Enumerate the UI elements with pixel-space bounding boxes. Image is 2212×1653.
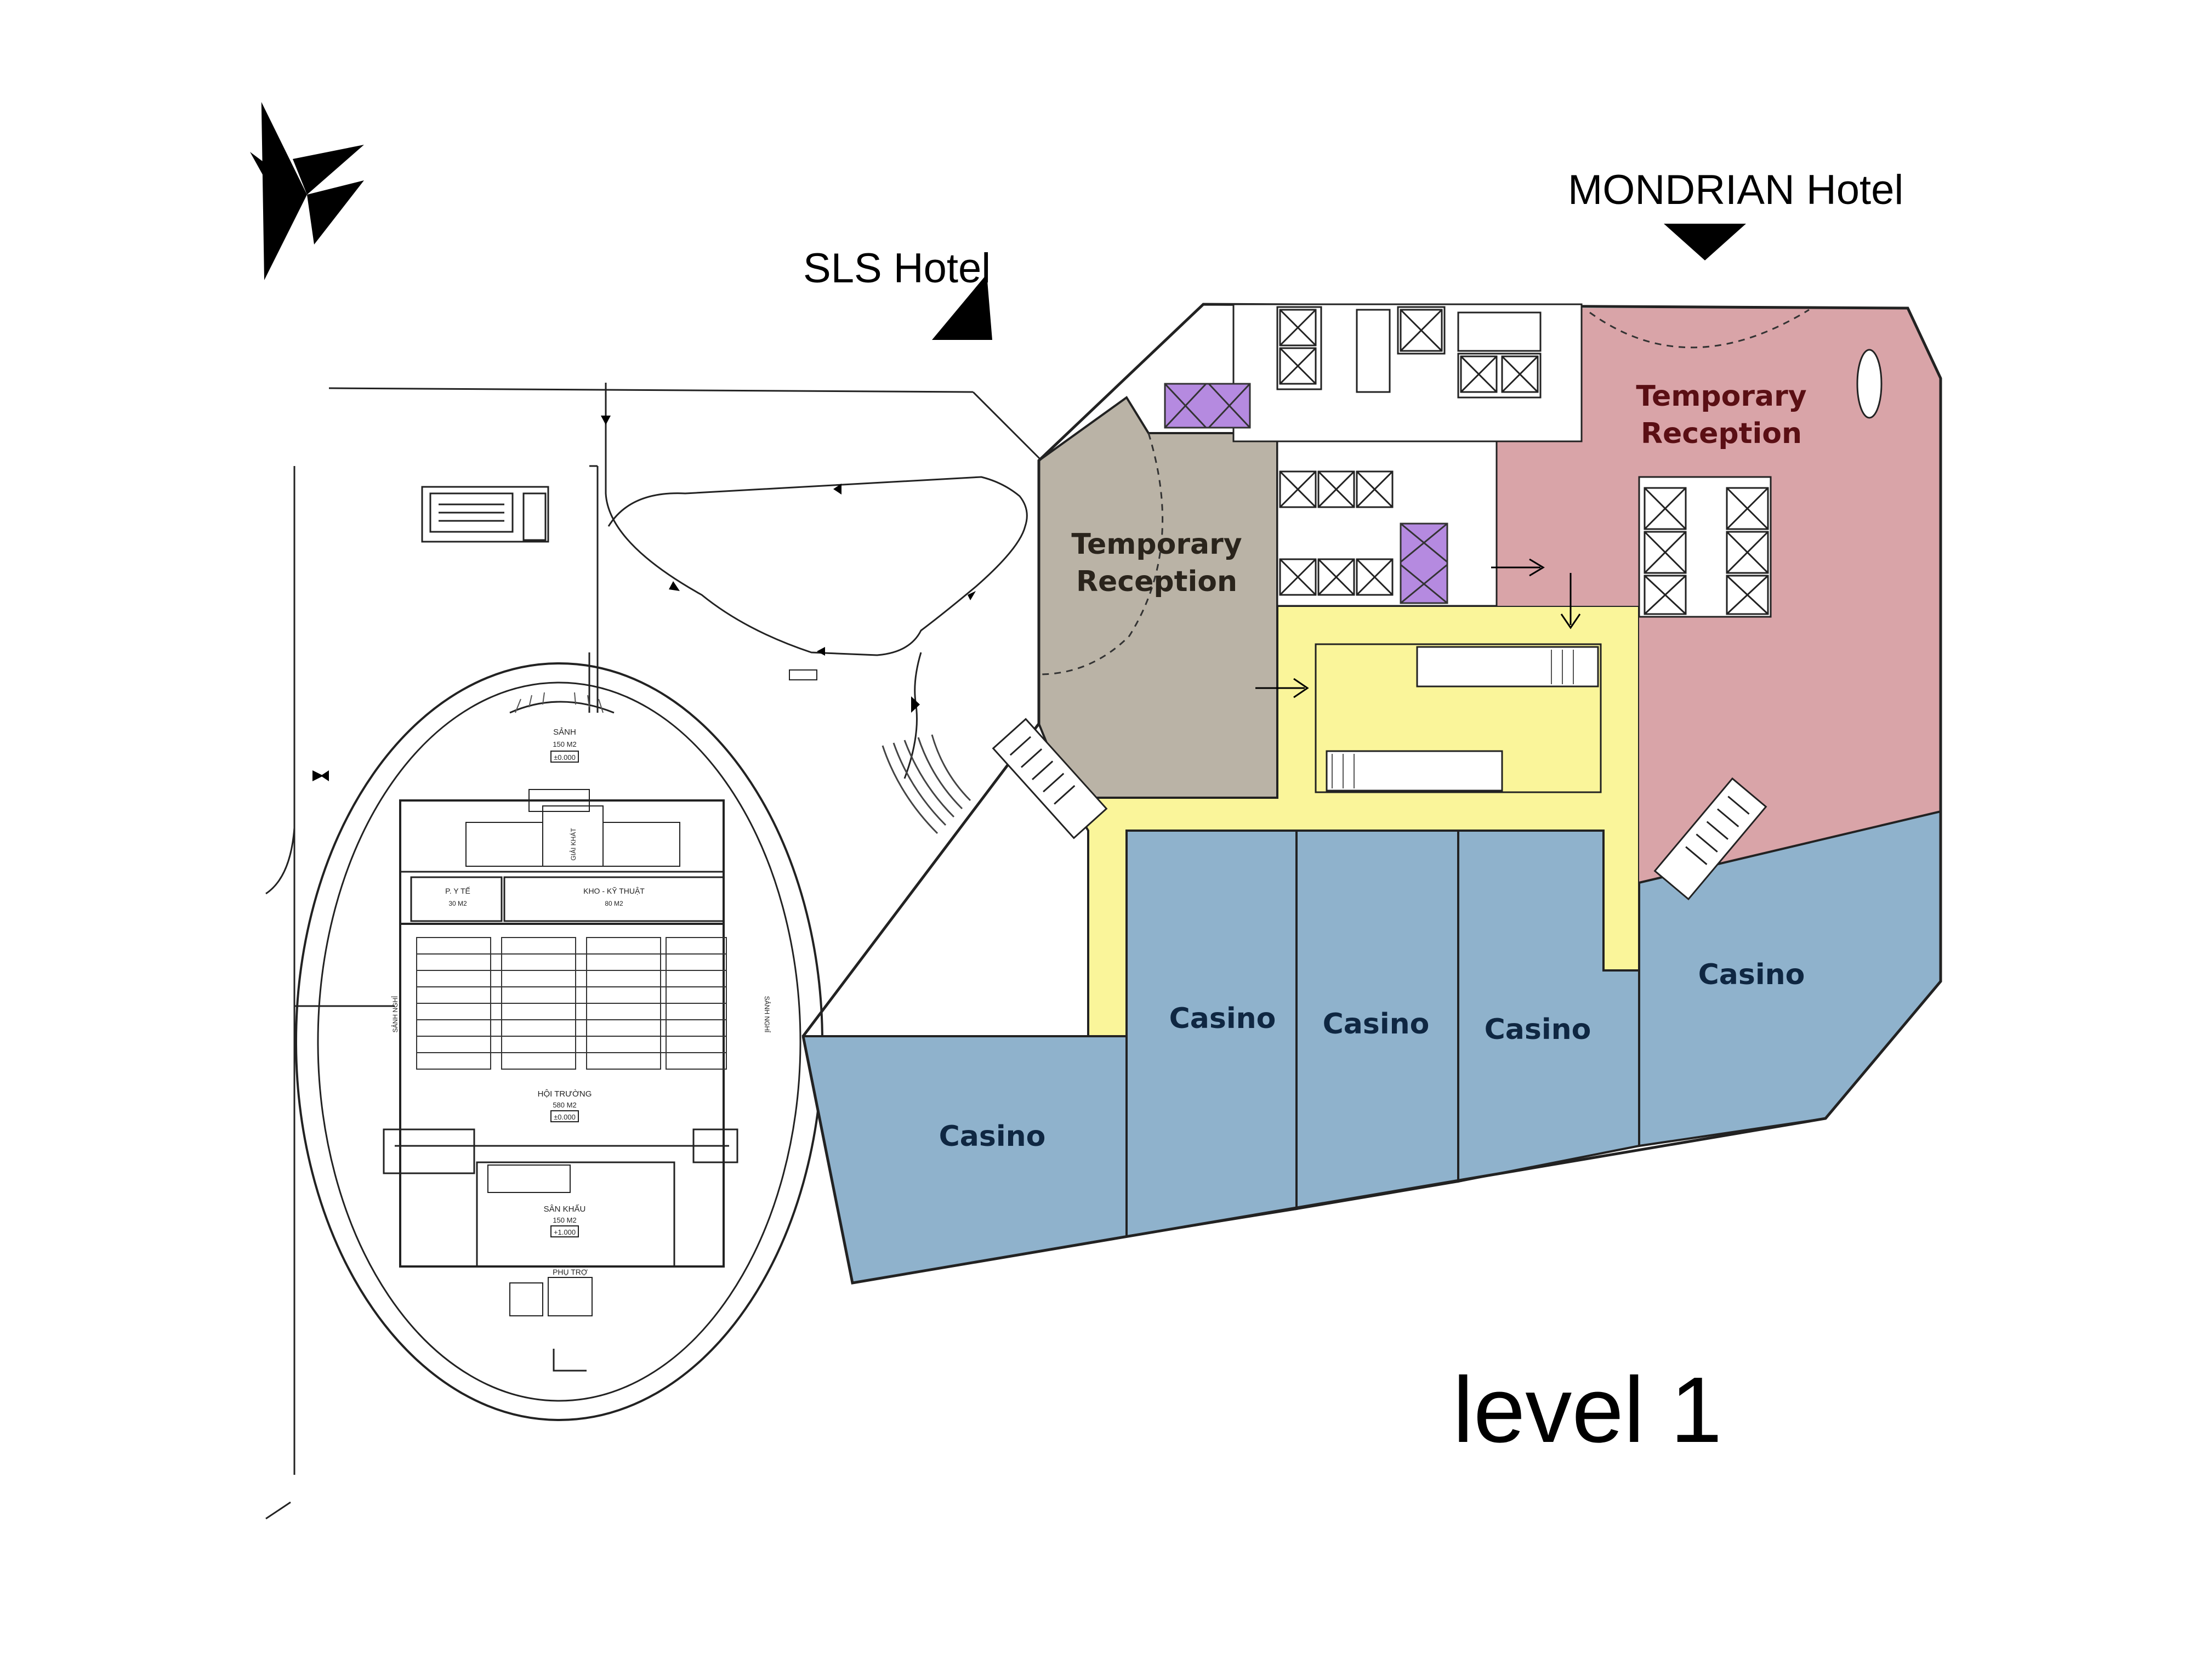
road-arrow-icons <box>312 416 976 781</box>
aud-bar-label: GIẢI KHÁT <box>569 828 577 861</box>
mondrian-arrow-icon <box>1664 224 1746 260</box>
sls-arrow-icon <box>932 274 992 340</box>
compass-icon <box>250 102 364 280</box>
aud-medical-area: 30 M2 <box>448 900 467 907</box>
aud-hall-level: ±0.000 <box>554 1113 576 1121</box>
flow-arrow-icons <box>1255 558 1581 698</box>
escalator-block <box>1315 643 1602 793</box>
reception-right-label: Temporary Reception <box>1636 380 1806 450</box>
aud-support-label: PHỤ TRỢ <box>553 1268 588 1276</box>
aud-medical-label: P. Y TẾ <box>445 887 470 895</box>
casino-label-5: Casino <box>1698 958 1805 991</box>
elevator-icons <box>1279 309 1769 615</box>
casino-label-1: Casino <box>939 1120 1046 1153</box>
sls-hotel-label: SLS Hotel <box>803 245 991 292</box>
aud-hall-label: HỘI TRƯỜNG <box>538 1089 592 1099</box>
core-structure <box>1232 303 1772 618</box>
reception-right-line2: Reception <box>1641 417 1802 450</box>
service-lift-icons <box>1164 383 1448 604</box>
aud-lobby-label: SẢNH <box>553 728 576 737</box>
hall-seating <box>416 937 727 1070</box>
casino-label-2: Casino <box>1169 1002 1276 1035</box>
reception-left-label: Temporary Reception <box>1071 528 1242 598</box>
aud-stage-level: +1.000 <box>554 1228 576 1236</box>
aud-lobby-level: ±0.000 <box>554 753 576 762</box>
building-outline <box>801 303 1942 1285</box>
outdoor-steps <box>882 734 971 834</box>
auditorium-building: SẢNH 150 M2 ±0.000 P. Y TẾ 30 M2 KHO - K… <box>295 662 823 1421</box>
aud-stage-area: 150 M2 <box>553 1216 576 1224</box>
reception-left-line2: Reception <box>1076 565 1237 598</box>
aud-side-right-label: SẢNH NGHỈ <box>763 996 771 1033</box>
site-lines <box>265 383 1043 1520</box>
aud-storage-area: 80 M2 <box>605 900 623 907</box>
reception-right-line1: Temporary <box>1636 380 1806 413</box>
casino-label-4: Casino <box>1485 1013 1591 1046</box>
stair-pavilion <box>421 486 549 543</box>
reception-left-line1: Temporary <box>1071 528 1242 561</box>
level-title: level 1 <box>1453 1358 1722 1462</box>
aud-side-left-label: SẢNH NGHỈ <box>391 996 399 1032</box>
aud-hall-area: 580 M2 <box>553 1101 576 1109</box>
stair-block-icons <box>992 718 1767 901</box>
mondrian-hotel-label: MONDRIAN Hotel <box>1568 167 1903 213</box>
aud-lobby-area: 150 M2 <box>553 740 576 748</box>
aud-stage-label: SÂN KHẤU <box>544 1205 586 1214</box>
casino-label-3: Casino <box>1323 1008 1430 1041</box>
aud-storage-label: KHO - KỸ THUẬT <box>583 887 645 895</box>
